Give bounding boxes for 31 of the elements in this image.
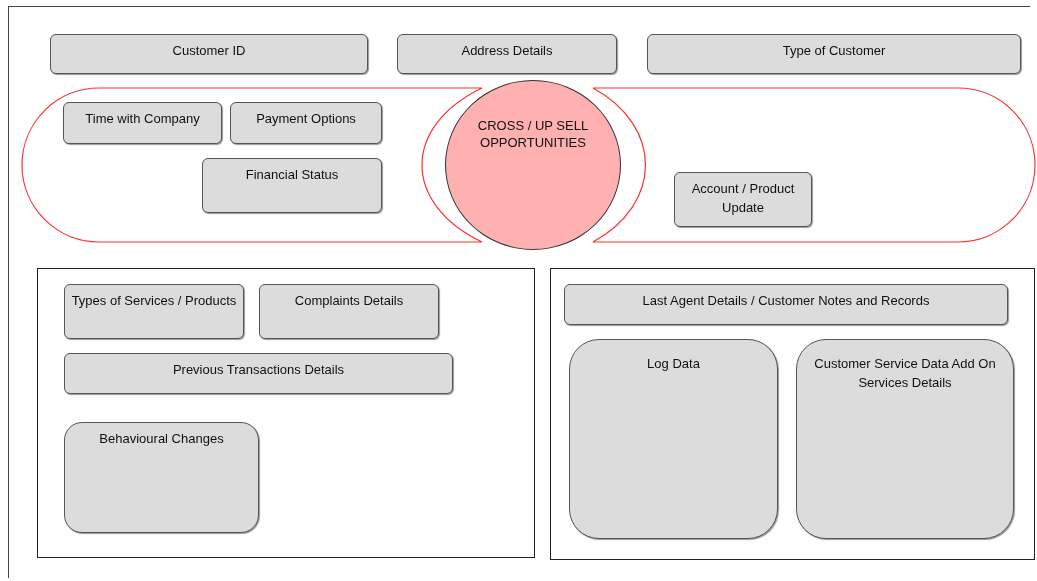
box-label: Account / Product Update (690, 180, 796, 217)
info-box (64, 422, 259, 533)
box-label: Behavioural Changes (98, 430, 225, 448)
box-label: Previous Transactions Details (171, 361, 346, 379)
box-label: Address Details (460, 42, 554, 60)
info-box (796, 339, 1014, 539)
info-box (202, 158, 382, 213)
info-box (397, 34, 617, 74)
panel (37, 268, 535, 558)
info-box (50, 34, 368, 74)
panel (550, 268, 1035, 560)
box-label: Log Data (646, 355, 701, 373)
box-label: Customer ID (171, 42, 247, 60)
info-box (569, 339, 778, 539)
info-box (230, 102, 382, 144)
box-label: Financial Status (244, 166, 340, 184)
info-box (64, 353, 453, 394)
info-box (63, 102, 222, 144)
info-box (64, 284, 244, 339)
box-label: Types of Services / Products (70, 292, 238, 310)
box-label: Last Agent Details / Customer Notes and Records (641, 292, 931, 310)
info-box (564, 284, 1008, 325)
info-box (674, 172, 812, 227)
box-label: Time with Company (84, 110, 201, 128)
box-label: CROSS / UP SELL OPPORTUNITIES (476, 117, 590, 151)
box-label: Complaints Details (293, 292, 405, 310)
info-box (259, 284, 439, 339)
info-box (647, 34, 1021, 74)
box-label: Customer Service Data Add On Services Details (813, 355, 997, 392)
box-label: Payment Options (255, 110, 357, 128)
box-label: Type of Customer (781, 42, 887, 60)
